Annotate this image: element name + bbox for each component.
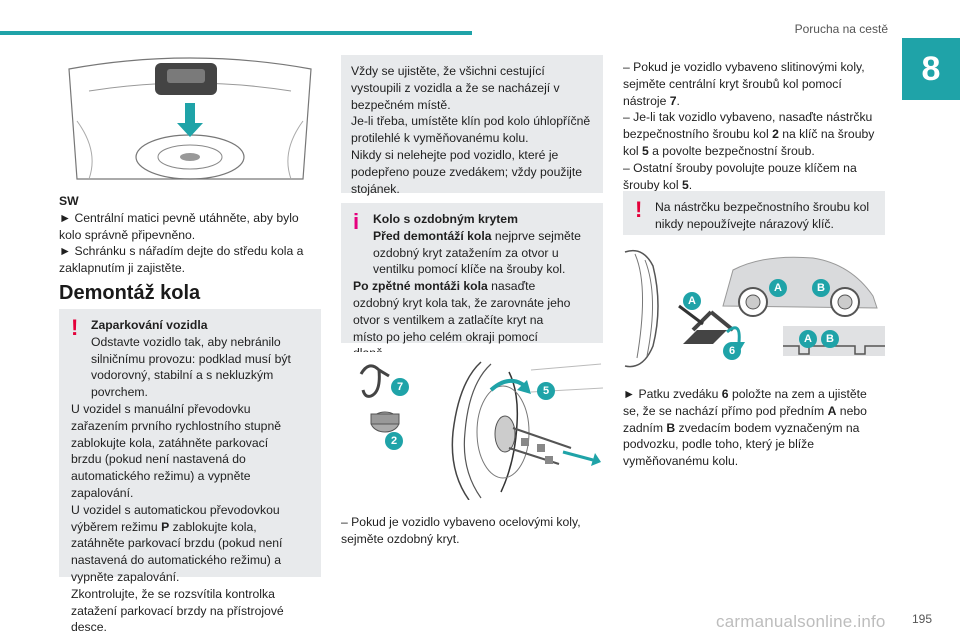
label-a-jack: A	[683, 292, 701, 310]
info-bold-1: Před demontáží kola	[373, 228, 492, 243]
label-2: 2	[385, 432, 403, 450]
parking-warning-box: ! Zaparkování vozidla Odstavte vozidlo t…	[59, 309, 321, 634]
alloy-step-2-post: a povolte bezpečnostní šroub.	[648, 143, 815, 158]
jack-bold-3: B	[666, 420, 676, 435]
info-bold-2: Po zpětné montáži kola	[353, 279, 488, 294]
impact-wrench-warning-text: Na nástrčku bezpečnostního šroubu kol ni…	[655, 200, 870, 231]
label-a-sill: A	[799, 330, 817, 348]
impact-wrench-warning-box: ! Na nástrčku bezpečnostního šroubu kol …	[623, 191, 885, 235]
jack-bold-2: A	[827, 403, 837, 418]
warning-text-2: U vozidel s manuální převodovku zařazení…	[71, 401, 282, 500]
alloy-step-2-bold-1: 2	[772, 127, 779, 142]
warning-text-4: Zkontrolujte, že se rozsvítila kontrolka…	[71, 586, 284, 635]
note-text-3: Nikdy si nelehejte pod vozidlo, které je…	[351, 147, 583, 196]
trunk-spare-wheel-figure	[59, 51, 321, 183]
jack-text: ► Patku zvedáku 6 položte na zem a ujist…	[623, 386, 885, 470]
sw-step-2: ► Schránku s nářadím dejte do středu kol…	[59, 244, 304, 276]
chapter-number-tab: 8	[902, 38, 960, 100]
alloy-step-3-post: .	[688, 177, 693, 192]
label-6: 6	[723, 342, 741, 360]
info-text-1: Před demontáží kola nejprve sejměte ozdo…	[373, 228, 593, 278]
warning-text-3: U vozidel s automatickou převodovkou výb…	[71, 502, 291, 586]
info-title: Kolo s ozdobným krytem	[373, 212, 518, 226]
jack-pre: ► Patku zvedáku	[623, 387, 722, 401]
warning-icon: !	[71, 315, 79, 340]
steel-wheel-instruction: – Pokud je vozidlo vybaveno ocelovými ko…	[341, 515, 581, 546]
warning-text-3-bold: P	[161, 519, 170, 534]
jack-instruction: ► Patku zvedáku 6 položte na zem a ujist…	[623, 386, 885, 470]
label-b-car: B	[812, 279, 830, 297]
jack-bold-1: 6	[721, 387, 729, 401]
label-5: 5	[537, 382, 555, 400]
jack-mid-1: položte na zem a ujistěte se, že se nach…	[623, 387, 867, 418]
note-text-2: Je-li třeba, umístěte klín pod kolo úhlo…	[351, 114, 591, 146]
warning-text-1: Odstavte vozidlo tak, aby nebránilo siln…	[91, 334, 311, 401]
info-text-2: Po zpětné montáži kola nasaďte ozdobný k…	[353, 278, 573, 362]
alloy-step-2-mid: na klíč na šrouby kol	[623, 127, 875, 158]
alloy-wheel-instructions: – Pokud je vozidlo vybaveno slitinovými …	[623, 59, 885, 193]
note-text-1: Vždy se ujistěte, že všichni cestující v…	[351, 64, 560, 112]
warning-text-3-pre: U vozidel s automatickou převodovkou výb…	[71, 502, 280, 534]
warning-icon-2: !	[635, 197, 643, 222]
alloy-step-1-bold: 7	[669, 93, 677, 108]
alloy-step-3-pre: – Ostatní šrouby povolujte pouze klíčem …	[623, 160, 857, 192]
wheel-trim-info-box: i Kolo s ozdobným krytem Před demontáží …	[341, 203, 603, 360]
jack-mid-2: nebo zadním	[623, 403, 867, 435]
alloy-step-2-bold-2: 5	[641, 143, 649, 158]
sw-instructions: SW ► Centrální matici pevně utáhněte, ab…	[59, 193, 321, 277]
alloy-step-3-bold: 5	[681, 177, 689, 192]
alloy-step-1-pre: – Pokud je vozidlo vybaveno slitinovými …	[623, 60, 865, 108]
label-a-car: A	[769, 279, 787, 297]
jack-post: zvedacím bodem vyznačeným na podvozku, p…	[623, 420, 860, 469]
header-accent-bar	[0, 31, 472, 35]
alloy-step-3: – Ostatní šrouby povolujte pouze klíčem …	[623, 160, 885, 194]
sw-label: SW	[59, 194, 79, 208]
alloy-step-2-pre: – Je-li tak vozidlo vybaveno, nasaďte ná…	[623, 110, 873, 142]
sw-step-1: ► Centrální matici pevně utáhněte, aby b…	[59, 210, 299, 242]
heading-wheel-removal: Demontáž kola	[59, 282, 201, 304]
watermark: carmanualsonline.info	[716, 612, 886, 631]
alloy-step-2: – Je-li tak vozidlo vybaveno, nasaďte ná…	[623, 109, 885, 159]
page-number: 195	[912, 612, 933, 626]
jack-points-figure: A B A 6 A B	[623, 246, 885, 372]
label-7: 7	[391, 378, 409, 396]
info-icon: i	[353, 209, 360, 234]
alloy-step-1: – Pokud je vozidlo vybaveno slitinovými …	[623, 59, 885, 109]
alloy-step-1-post: .	[676, 93, 680, 108]
safety-note-box: Vždy se ujistěte, že všichni cestující v…	[341, 55, 603, 196]
label-b-sill: B	[821, 330, 839, 348]
wheel-bolt-tools-figure: 7 5 2	[341, 352, 603, 500]
warning-title: Zaparkování vozidla	[91, 318, 208, 332]
warning-text-1-span: Odstavte vozidlo tak, aby nebránilo siln…	[91, 334, 291, 400]
warning-text-3-post: zablokujte kola, zatáhněte parkovací brz…	[71, 519, 283, 584]
section-title: Poruchа na cestě	[794, 22, 888, 36]
info-text-1-span: nejprve sejměte ozdobný kryt zatažením z…	[373, 228, 581, 277]
